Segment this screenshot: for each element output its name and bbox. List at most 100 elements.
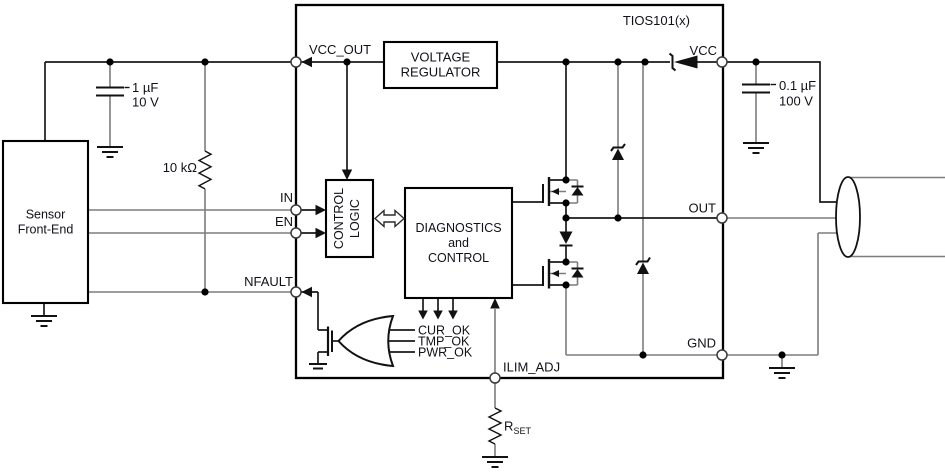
label-ilim-adj: ILIM_ADJ [503,360,560,375]
arrow-tmp-ok [433,310,443,320]
label-rset-subscript: SET [514,426,532,436]
voltage-regulator-block [382,40,499,90]
label-rset-name: R [504,419,513,434]
ground-external [769,367,795,379]
arrow-control-supply [341,169,353,180]
junction-dot [562,281,570,289]
junction-dots [106,58,786,359]
mosfet-nfault [317,326,339,364]
device-pins [290,56,728,384]
label-pwr-ok: PWR_OK [418,346,473,360]
label-nfault: NFAULT [244,274,293,289]
label-cap-left-rating: 10 V [132,95,159,110]
arrow-in [315,204,326,216]
mosfet-hs-body-diode [571,187,584,196]
mosfet-ls-body-diode [571,269,584,278]
vcc-diode [674,55,698,69]
wire-nfault-internal [301,291,319,330]
junction-dot [752,58,760,66]
labels: TIOS101(x) VCC_OUT VCC IN EN NFAULT OUT … [18,13,816,436]
cable-end [835,176,861,258]
pin-vcc-out [290,56,302,68]
arrow-vccout-out [301,56,312,68]
label-vcc-out: VCC_OUT [309,42,371,57]
arrow-ilim-up [490,298,500,309]
label-pullup-value: 10 kΩ [163,160,198,175]
pin-vcc [716,56,728,68]
label-cap-right-value: 0.1 µF [779,78,816,93]
diode-series-out [559,231,573,244]
pin-nfault [290,286,302,298]
zener2-diode [637,262,649,274]
control-logic-line2: LOGIC [348,199,362,238]
junction-dot [614,214,622,222]
diagnostics-block [403,186,514,300]
wire-status-arrows [422,298,454,312]
pin-in [290,204,302,216]
resistor-rset [487,407,503,445]
resistor-pullup [197,150,213,190]
ground-cap-left [97,146,123,158]
dark-wires [43,61,837,353]
junction-dot [778,351,786,359]
capacitor-left [96,86,124,97]
arrow-pwr-ok [448,310,458,320]
junction-dot [562,176,570,184]
pin-ilim-adj [489,372,501,384]
arrowheads [301,56,500,320]
junction-dot [614,58,622,66]
junction-dot [201,288,209,296]
ground-sensor [31,315,57,327]
ic-boundary [294,3,725,380]
ground-cap-right [743,142,769,154]
sensor-front-end-line1: Sensor [26,208,66,222]
label-out: OUT [689,201,717,216]
mosfet-hs-body-arrow [551,188,559,195]
label-cap-left-value: 1 µF [132,80,158,95]
voltage-regulator-line2: REGULATOR [401,65,481,80]
junction-dot [562,214,570,222]
diagnostics-line1: DIAGNOSTICS [415,221,501,235]
zener2-cathode-bar [635,256,651,266]
vcc-diode-cathode-bar [668,52,677,72]
junction-dot [641,58,649,66]
junction-dot [343,58,351,66]
ground-rset [482,456,508,468]
wire-gate-drives [512,201,543,286]
junction-dot [562,258,570,266]
label-gnd: GND [687,336,716,351]
components [31,52,861,468]
label-cap-right-rating: 100 V [779,94,813,109]
wire-status-inputs [388,329,415,353]
capacitor-right [742,83,770,94]
pin-gnd [716,349,728,361]
sensor-front-end-block [1,139,90,305]
arrow-cur-ok [418,310,428,320]
junction-dot [106,58,114,66]
pin-out [716,212,728,224]
wire-vccout-external [44,61,291,141]
wire-gnd-external [727,232,837,368]
voltage-regulator-line1: VOLTAGE [411,50,471,65]
or-gate [337,314,395,368]
control-logic-line1: CONTROL [332,188,346,249]
wire-vcc-external [727,61,837,203]
cable-conductors [848,176,945,258]
junction-dot [639,351,647,359]
sensor-front-end-line2: Front-End [18,223,74,237]
label-cur-ok: CUR_OK [418,324,471,338]
control-logic-block [324,178,375,259]
zener1-diode [612,148,624,160]
zener1-cathode-bar [610,143,626,152]
diagnostics-line2: and [448,236,469,250]
mosfet-nfault-terminals [317,329,328,364]
label-en: EN [275,214,293,229]
gray-wires [88,62,945,457]
label-tmp-ok: TMP_OK [418,335,470,349]
label-in: IN [280,190,293,205]
junction-dot [201,58,209,66]
pin-en [290,227,302,239]
junction-dot [562,199,570,207]
